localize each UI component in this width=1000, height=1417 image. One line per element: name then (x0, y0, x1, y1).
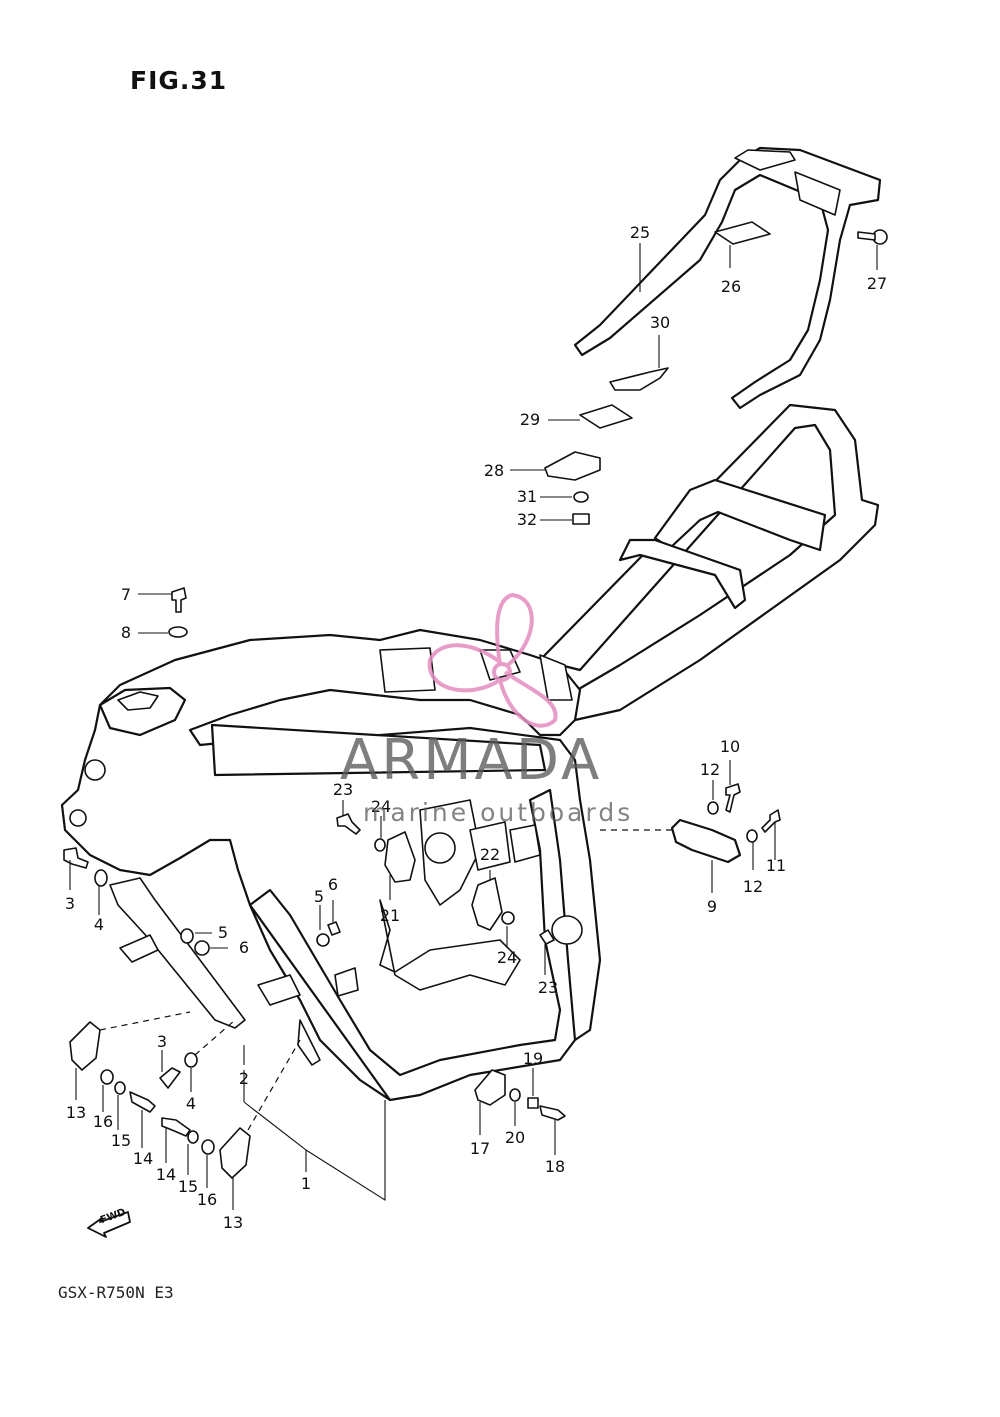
callout-6: 6 (239, 938, 249, 957)
washer-part-16-lower (201, 1139, 215, 1155)
plate-part-29 (579, 404, 633, 429)
callout-20: 20 (505, 1128, 525, 1147)
callout-26: 26 (721, 277, 741, 296)
nut-part-6-left (194, 940, 210, 956)
washer-part-4-upper (94, 869, 108, 887)
figure-title: FIG.31 (130, 66, 228, 95)
watermark-brand-name: ARMADA (340, 728, 603, 793)
callout-12: 12 (700, 760, 720, 779)
collar-part-5-center (316, 933, 330, 947)
callout-15: 15 (178, 1177, 198, 1196)
callout-16: 16 (197, 1190, 217, 1209)
callout-4: 4 (94, 915, 104, 934)
washer-part-4-lower (184, 1019, 236, 1068)
bolt-part-23-lower (539, 929, 555, 945)
model-code: GSX-R750N E3 (58, 1283, 174, 1302)
callout-30: 30 (650, 313, 670, 332)
callout-28: 28 (484, 461, 504, 480)
callout-3: 3 (65, 894, 75, 913)
callout-13: 13 (66, 1103, 86, 1122)
forward-arrow-icon (87, 1211, 131, 1238)
callout-22: 22 (480, 845, 500, 864)
callout-18: 18 (545, 1157, 565, 1176)
callout-23: 23 (538, 978, 558, 997)
callout-8: 8 (121, 623, 131, 642)
nut-part-19 (527, 1097, 539, 1109)
engine-mount-bracket-part-9 (600, 818, 742, 864)
callout-25: 25 (630, 223, 650, 242)
callout-3: 3 (157, 1032, 167, 1051)
bracket-part-30 (609, 367, 669, 391)
seat-rail-part-25 (573, 146, 882, 410)
plate-part-17 (474, 1069, 506, 1106)
main-frame-part-1 (60, 628, 602, 1102)
callout-31: 31 (517, 487, 537, 506)
bolt-part-10 (725, 783, 741, 813)
callout-4: 4 (186, 1094, 196, 1113)
collar-part-12-lower (746, 829, 758, 843)
nut-part-32 (572, 513, 590, 525)
bolt-part-11 (761, 809, 781, 833)
bracket-part-21 (384, 831, 416, 883)
callout-1: 1 (301, 1174, 311, 1193)
cover-part-28 (544, 451, 601, 481)
callout-14: 14 (156, 1165, 176, 1184)
callout-23: 23 (333, 780, 353, 799)
washer-part-15-lower (187, 1130, 199, 1144)
callout-19: 19 (523, 1049, 543, 1068)
plate-part-13-upper (69, 1011, 191, 1071)
washer-part-16-upper (100, 1069, 114, 1085)
nut-part-6-center (327, 921, 341, 936)
bolt-part-14-lower (161, 1117, 191, 1137)
callout-29: 29 (520, 410, 540, 429)
washer-part-15-upper (114, 1081, 126, 1095)
bolt-part-3-lower (159, 1067, 181, 1089)
watermark-subtitle: marine outboards (363, 798, 634, 827)
callout-21: 21 (380, 906, 400, 925)
bolt-part-14-upper (129, 1091, 156, 1113)
callout-15: 15 (111, 1131, 131, 1150)
armada-propeller-logo (427, 592, 558, 728)
bolt-part-27 (857, 229, 888, 245)
bolt-part-7 (171, 587, 187, 613)
collar-part-5-left (180, 928, 194, 944)
callout-13: 13 (223, 1213, 243, 1232)
bolt-part-23-upper (336, 813, 361, 835)
bolt-part-18 (539, 1105, 566, 1121)
rear-subframe (538, 403, 880, 722)
bolt-part-3-upper (63, 847, 89, 869)
bracket-part-22 (471, 877, 503, 931)
callout-24: 24 (497, 948, 517, 967)
tag-part-26 (714, 221, 771, 245)
callout-6: 6 (328, 875, 338, 894)
callout-32: 32 (517, 510, 537, 529)
callout-5: 5 (314, 887, 324, 906)
collar-part-24-upper (374, 838, 386, 852)
washer-part-31 (573, 491, 589, 503)
callout-11: 11 (766, 856, 786, 875)
leader-lines (69, 243, 878, 1210)
callout-2: 2 (239, 1069, 249, 1088)
callout-17: 17 (470, 1139, 490, 1158)
plate-part-13-lower (219, 1039, 301, 1179)
callout-14: 14 (133, 1149, 153, 1168)
callout-12: 12 (743, 877, 763, 896)
callout-24: 24 (371, 797, 391, 816)
collar-part-12-upper (707, 801, 719, 815)
callout-27: 27 (867, 274, 887, 293)
callout-9: 9 (707, 897, 717, 916)
callout-7: 7 (121, 585, 131, 604)
washer-part-8 (168, 626, 188, 638)
callout-16: 16 (93, 1112, 113, 1131)
callout-10: 10 (720, 737, 740, 756)
collar-part-24-lower (501, 911, 515, 925)
washer-part-20 (509, 1088, 521, 1102)
callout-5: 5 (218, 923, 228, 942)
